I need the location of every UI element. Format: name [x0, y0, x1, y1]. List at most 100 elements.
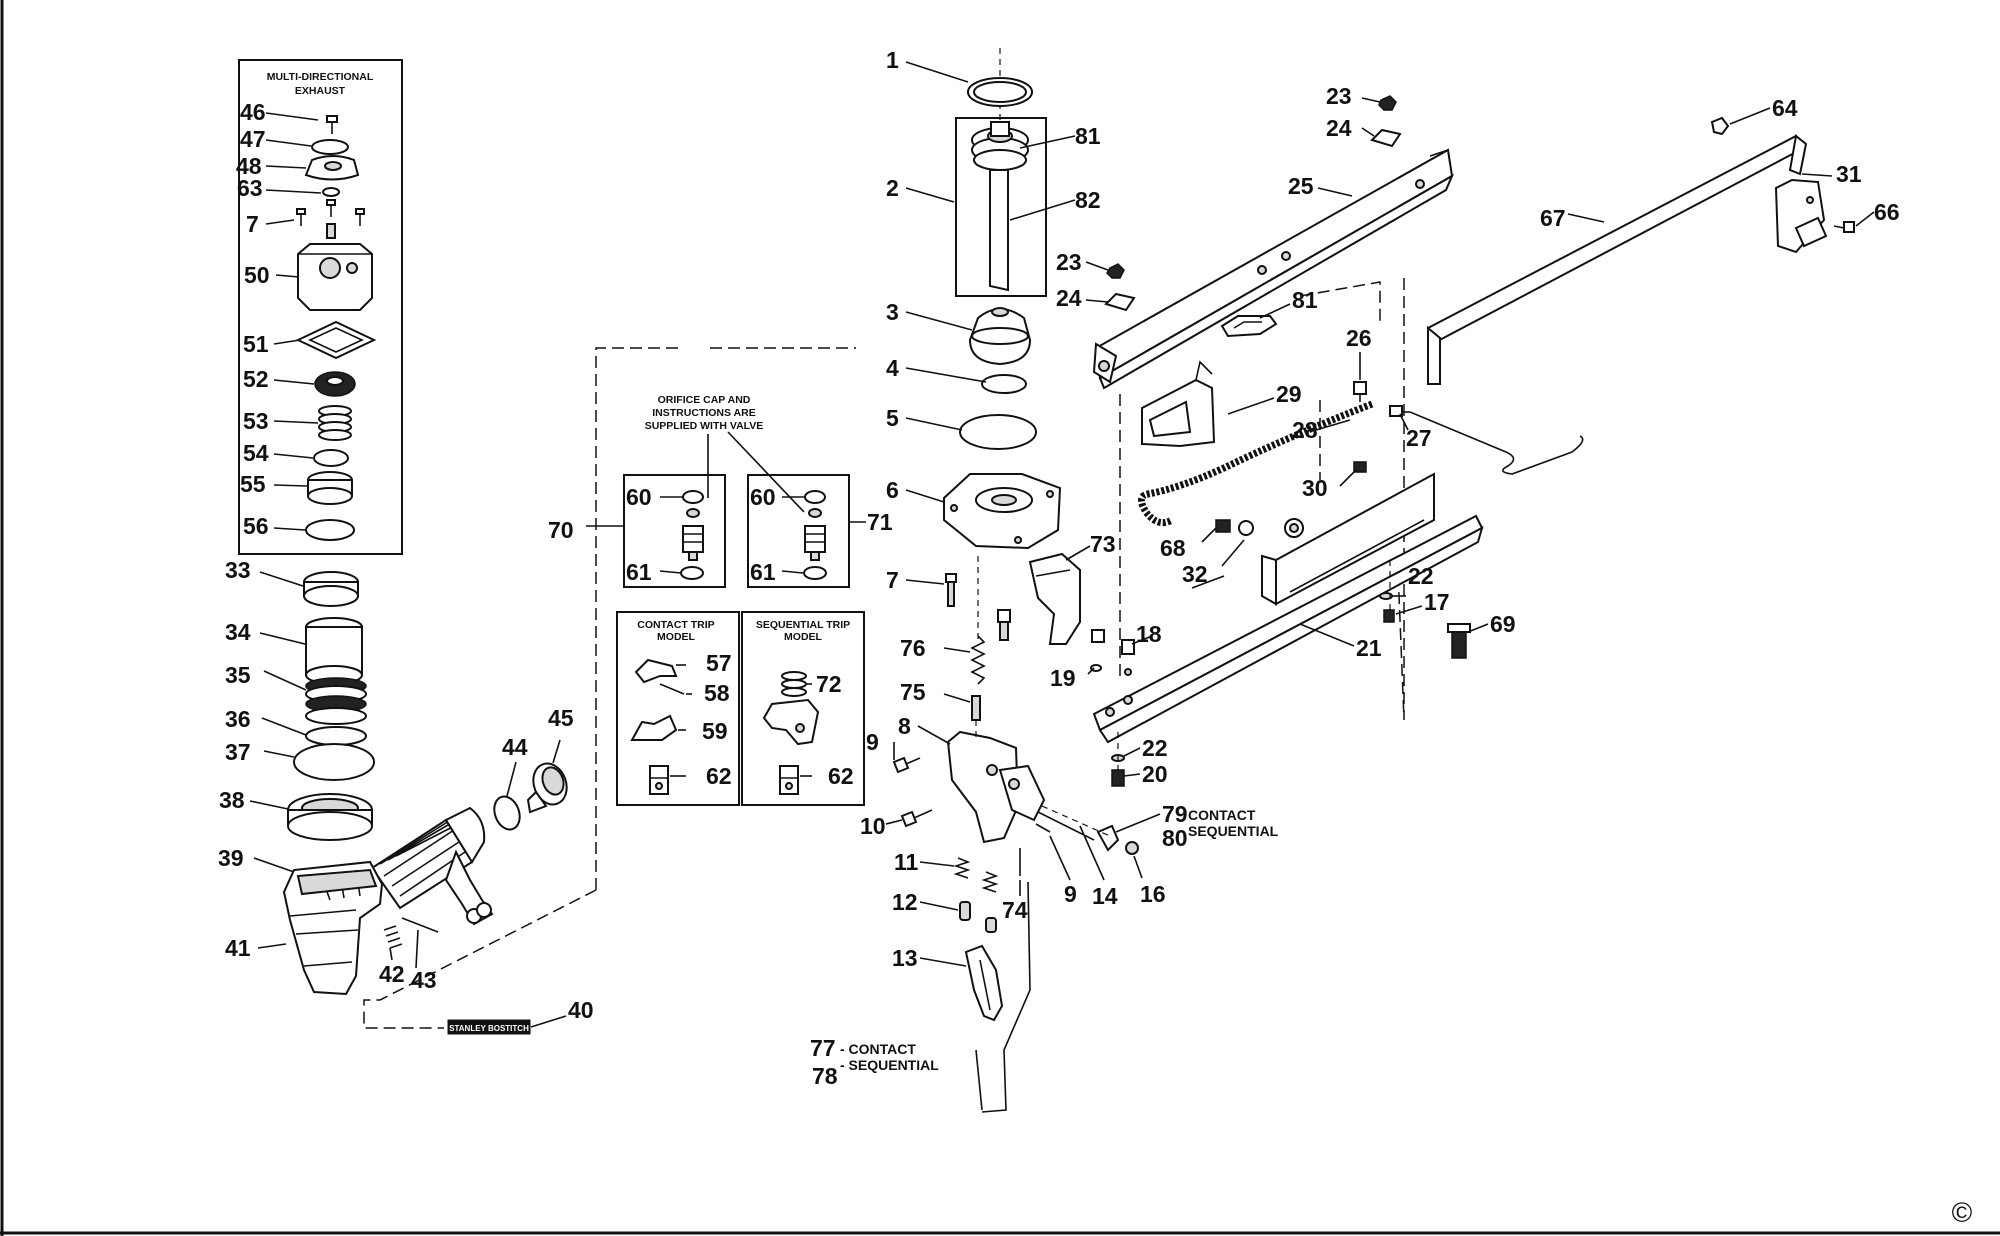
- part-38-bumper: [287, 793, 373, 841]
- label-69: 69: [1490, 611, 1516, 637]
- orifice-note: ORIFICE CAP AND INSTRUCTIONS ARE SUPPLIE…: [645, 394, 805, 513]
- part-7-screw-center: [945, 573, 957, 607]
- part-67-follower-rail: [1426, 134, 1808, 385]
- part-42-spring: [383, 925, 403, 949]
- label-9-right: 9: [1064, 881, 1077, 907]
- part-57-trigger: [634, 658, 678, 684]
- part-5-o-ring: [959, 414, 1037, 450]
- label-74: 74: [1002, 897, 1028, 923]
- label-25: 25: [1288, 173, 1314, 199]
- part-12-plunger: [959, 901, 971, 921]
- label-82: 82: [1075, 187, 1101, 213]
- sequential-trip-kit-box: SEQUENTIAL TRIP MODEL 72 62: [741, 611, 865, 806]
- part-31-follower: [1774, 178, 1828, 254]
- part-18-plug: [1091, 629, 1135, 676]
- label-23-mid: 23: [1056, 249, 1082, 275]
- part-28-chain: [1138, 400, 1374, 527]
- part-62-bracket-right: [779, 765, 799, 795]
- label-30: 30: [1302, 475, 1328, 501]
- exhaust-leader-lines: [265, 112, 322, 531]
- label-66: 66: [1874, 199, 1900, 225]
- label-77-contact: - CONTACT: [840, 1041, 916, 1057]
- part-4-washer: [981, 374, 1027, 394]
- label-44: 44: [502, 734, 528, 760]
- housing-assembly: 39 41 42 43 44 45 STANLEY BOSTITCH 40: [218, 705, 594, 1035]
- part-45-filter: [526, 762, 568, 814]
- label-64: 64: [1772, 95, 1798, 121]
- valve-kit-box-71: 60 61 71: [747, 474, 893, 588]
- label-5: 5: [886, 405, 899, 431]
- label-68: 68: [1160, 535, 1186, 561]
- label-34: 34: [225, 619, 251, 645]
- label-22-lower: 22: [1142, 735, 1168, 761]
- contact-trip-title-line2: MODEL: [657, 631, 696, 643]
- cylinder-stack: 33 34 35 36 37 38: [219, 557, 375, 841]
- sequential-trip-title-line1: SEQUENTIAL TRIP: [756, 619, 850, 631]
- magazine-leader-lines: [1085, 97, 1875, 777]
- part-3-bumper: [968, 307, 1032, 366]
- part-23-nut-upper: [1378, 95, 1397, 111]
- part-69-bolt: [1447, 623, 1471, 659]
- label-60-right: 60: [750, 484, 776, 510]
- part-35-rings: [305, 677, 367, 725]
- part-62-bracket-left: [649, 765, 669, 795]
- label-35: 35: [225, 662, 251, 688]
- label-61-right: 61: [750, 559, 776, 585]
- label-7-exhaust: 7: [246, 211, 259, 237]
- part-6-head: [943, 473, 1062, 550]
- part-66-screw: [1833, 221, 1855, 233]
- label-81-window: 81: [1292, 287, 1318, 313]
- part-13-trip: [964, 944, 1004, 1022]
- exhaust-box-title-line2: EXHAUST: [295, 85, 346, 97]
- label-14: 14: [1092, 883, 1118, 909]
- part-17-screw: [1383, 609, 1395, 623]
- label-13: 13: [892, 945, 918, 971]
- label-19: 19: [1050, 665, 1076, 691]
- part-32-washers: [1238, 518, 1304, 538]
- part-82-driver-blade: [989, 169, 1009, 292]
- label-54: 54: [243, 440, 269, 466]
- label-48: 48: [236, 153, 262, 179]
- label-79-contact: CONTACT: [1188, 807, 1256, 823]
- label-20: 20: [1142, 761, 1168, 787]
- label-24-upper: 24: [1326, 115, 1352, 141]
- part-46-screw: [326, 115, 338, 134]
- part-8-valve-body: [946, 730, 1046, 844]
- sequential-trip-title-line2: MODEL: [784, 631, 823, 643]
- part-29-latch: [1141, 360, 1216, 448]
- label-77: 77: [810, 1035, 836, 1061]
- contact-trip-kit-box: CONTACT TRIP MODEL 57 58 59 62: [616, 611, 740, 806]
- part-76-spring: [970, 635, 986, 685]
- part-25-rail: [1092, 148, 1455, 390]
- center-leader-lines: [885, 61, 1161, 967]
- label-12: 12: [892, 889, 918, 915]
- air-hose: [370, 806, 494, 926]
- label-18: 18: [1136, 621, 1162, 647]
- label-79: 79: [1162, 801, 1188, 827]
- part-81-piston: [971, 121, 1029, 171]
- label-55: 55: [240, 471, 266, 497]
- part-77-78-trip-wire: [975, 881, 1031, 1113]
- brand-plate-text: STANLEY BOSTITCH: [449, 1024, 529, 1033]
- label-58: 58: [704, 680, 730, 706]
- label-6: 6: [886, 477, 899, 503]
- label-36: 36: [225, 706, 251, 732]
- label-11: 11: [894, 849, 919, 875]
- label-26: 26: [1346, 325, 1372, 351]
- part-41-housing: [282, 860, 384, 996]
- label-46: 46: [240, 99, 266, 125]
- label-52: 52: [243, 366, 269, 392]
- label-62-left: 62: [706, 763, 732, 789]
- label-47: 47: [240, 126, 266, 152]
- label-76: 76: [900, 635, 926, 661]
- label-40: 40: [568, 997, 594, 1023]
- part-54-o-ring: [313, 449, 349, 467]
- orifice-note-line1: ORIFICE CAP AND: [658, 394, 751, 406]
- label-81-piston: 81: [1075, 123, 1101, 149]
- valve-kit-box-70: 60 61 70: [548, 474, 726, 588]
- part-43-pin: [401, 917, 439, 933]
- label-28: 28: [1292, 417, 1318, 443]
- part-64-nut: [1710, 116, 1730, 136]
- label-43: 43: [411, 967, 437, 993]
- part-52-nut: [314, 371, 356, 397]
